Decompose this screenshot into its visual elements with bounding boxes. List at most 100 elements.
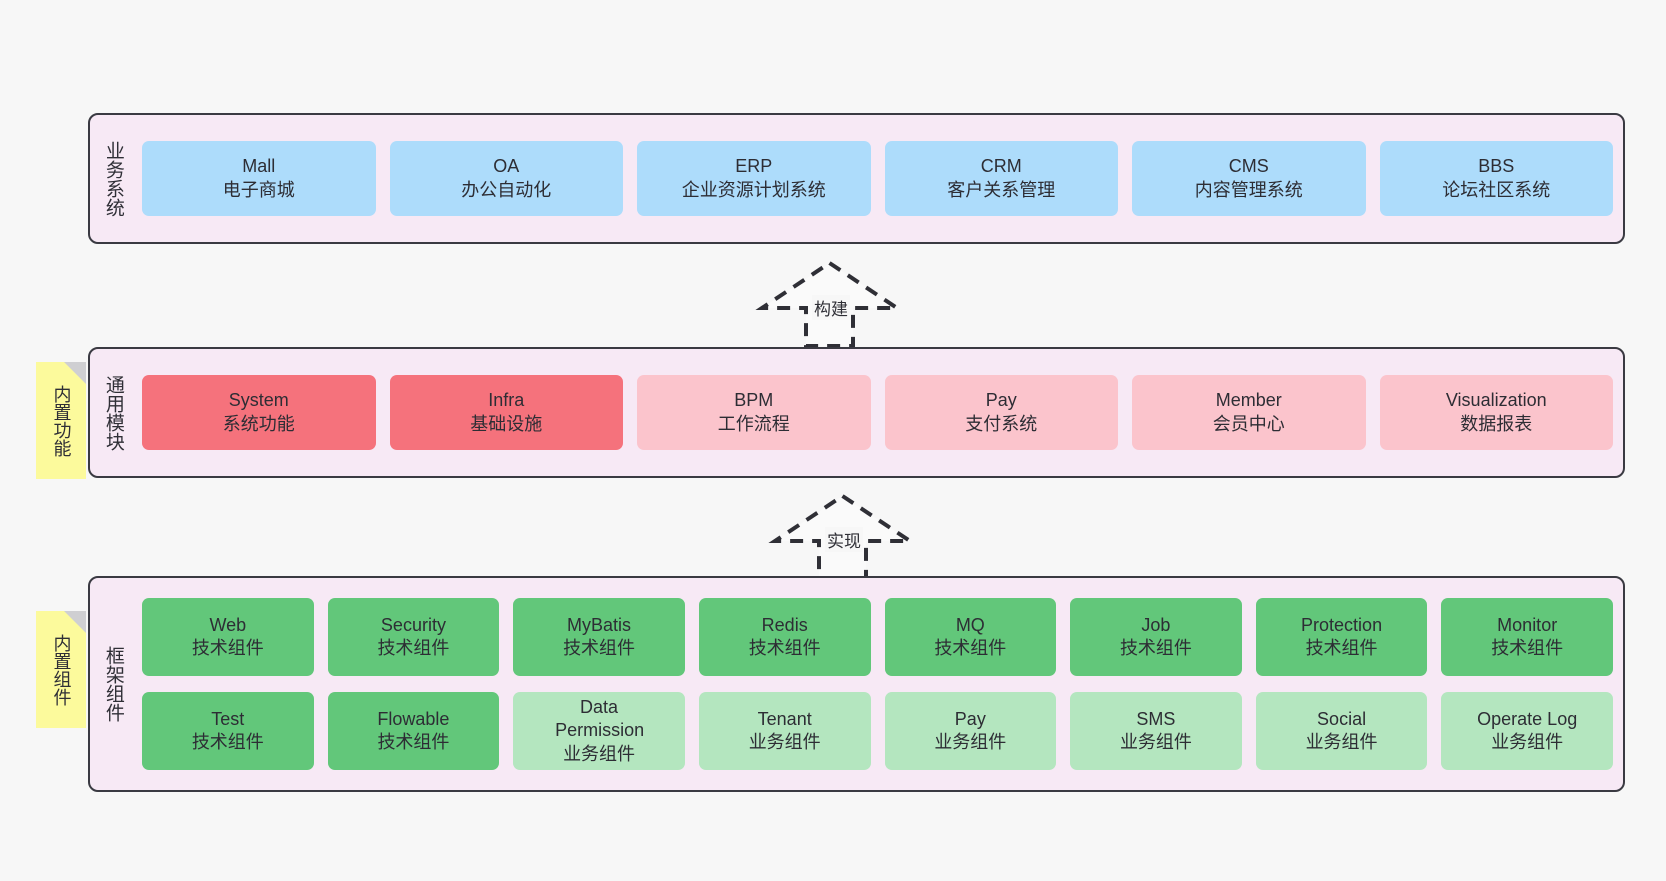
layer-body-framework-component: Web 技术组件 Security 技术组件 MyBatis 技术组件 Redi… <box>136 578 1623 790</box>
box-subtitle: 技术组件 <box>1305 638 1378 658</box>
row-business-components: Test 技术组件 Flowable 技术组件 Data Permission … <box>142 692 1613 770</box>
box-visualization[interactable]: Visualization 数据报表 <box>1379 375 1613 450</box>
box-subtitle: 内容管理系统 <box>1194 179 1303 200</box>
box-mall[interactable]: Mall 电子商城 <box>142 141 376 216</box>
box-subtitle: 技术组件 <box>377 638 450 658</box>
box-title: BBS <box>1478 156 1515 177</box>
box-title: Visualization <box>1445 390 1547 411</box>
layer-framework-component: 框架组件 Web 技术组件 Security 技术组件 MyBatis 技术组件… <box>88 576 1625 792</box>
box-subtitle: 论坛社区系统 <box>1442 179 1551 200</box>
box-subtitle: 工作流程 <box>717 413 790 434</box>
box-tenant[interactable]: Tenant 业务组件 <box>698 692 871 770</box>
box-title: MQ <box>955 614 985 635</box>
box-subtitle: 业务组件 <box>934 732 1007 752</box>
box-title: ERP <box>735 156 773 177</box>
layer-title-framework-component: 框架组件 <box>102 646 124 722</box>
layer-body-business-system: Mall 电子商城 OA 办公自动化 ERP 企业资源计划系统 CRM 客户关系… <box>136 115 1623 242</box>
row-tech-components: Web 技术组件 Security 技术组件 MyBatis 技术组件 Redi… <box>142 598 1613 676</box>
box-title: Job <box>1141 614 1171 635</box>
box-redis[interactable]: Redis 技术组件 <box>698 598 871 676</box>
box-data-permission[interactable]: Data Permission 业务组件 <box>513 692 685 770</box>
connector-implement-label: 实现 <box>825 527 863 552</box>
box-subtitle: 业务组件 <box>1305 732 1378 752</box>
box-title: BPM <box>734 390 774 411</box>
box-title: SMS <box>1136 708 1176 729</box>
box-title: System <box>228 390 289 411</box>
sticky-note-builtin-component: 内置组件 <box>36 611 86 728</box>
box-title: Test <box>211 708 245 729</box>
row-common-modules: System 系统功能 Infra 基础设施 BPM 工作流程 Pay 支付系统… <box>142 375 1613 450</box>
box-pay-component[interactable]: Pay 业务组件 <box>884 692 1057 770</box>
box-title: Infra <box>488 390 525 411</box>
box-member[interactable]: Member 会员中心 <box>1132 375 1366 450</box>
box-title: Monitor <box>1497 614 1558 635</box>
box-subtitle: 业务组件 <box>1119 732 1192 752</box>
box-security[interactable]: Security 技术组件 <box>327 598 500 676</box>
box-subtitle: 技术组件 <box>191 732 264 752</box>
box-mybatis[interactable]: MyBatis 技术组件 <box>513 598 685 676</box>
box-pay-module[interactable]: Pay 支付系统 <box>884 375 1118 450</box>
box-title: OA <box>493 156 520 177</box>
box-subtitle: 支付系统 <box>965 413 1038 434</box>
box-subtitle: 电子商城 <box>222 179 295 200</box>
box-job[interactable]: Job 技术组件 <box>1070 598 1242 676</box>
box-mq[interactable]: MQ 技术组件 <box>884 598 1057 676</box>
box-oa[interactable]: OA 办公自动化 <box>389 141 623 216</box>
box-title: Data Permission <box>555 697 645 741</box>
box-system[interactable]: System 系统功能 <box>142 375 376 450</box>
box-sms[interactable]: SMS 业务组件 <box>1070 692 1242 770</box>
box-title: CMS <box>1228 156 1269 177</box>
box-subtitle: 技术组件 <box>748 638 821 658</box>
row-business-systems: Mall 电子商城 OA 办公自动化 ERP 企业资源计划系统 CRM 客户关系… <box>142 141 1613 216</box>
box-subtitle: 基础设施 <box>470 413 543 434</box>
box-subtitle: 企业资源计划系统 <box>681 179 826 200</box>
layer-body-common-module: System 系统功能 Infra 基础设施 BPM 工作流程 Pay 支付系统… <box>136 349 1623 476</box>
box-erp[interactable]: ERP 企业资源计划系统 <box>637 141 871 216</box>
box-subtitle: 技术组件 <box>191 638 264 658</box>
box-title: Protection <box>1301 614 1383 635</box>
box-title: Pay <box>954 708 986 729</box>
box-cms[interactable]: CMS 内容管理系统 <box>1132 141 1366 216</box>
box-web[interactable]: Web 技术组件 <box>142 598 314 676</box>
box-title: Tenant <box>757 708 812 729</box>
box-title: Mall <box>242 156 276 177</box>
box-title: Flowable <box>377 708 450 729</box>
box-bbs[interactable]: BBS 论坛社区系统 <box>1379 141 1613 216</box>
box-protection[interactable]: Protection 技术组件 <box>1255 598 1428 676</box>
box-subtitle: 办公自动化 <box>461 179 552 200</box>
box-subtitle: 系统功能 <box>222 413 295 434</box>
layer-business-system: 业务系统 Mall 电子商城 OA 办公自动化 ERP 企业资源计划系统 CRM… <box>88 113 1625 244</box>
layer-common-module: 通用模块 System 系统功能 Infra 基础设施 BPM 工作流程 Pay… <box>88 347 1625 478</box>
box-monitor[interactable]: Monitor 技术组件 <box>1441 598 1613 676</box>
box-subtitle: 会员中心 <box>1212 413 1285 434</box>
box-title: Operate Log <box>1477 708 1578 729</box>
box-operate-log[interactable]: Operate Log 业务组件 <box>1441 692 1613 770</box>
box-subtitle: 技术组件 <box>1119 638 1192 658</box>
box-subtitle: 业务组件 <box>1491 732 1564 752</box>
box-flowable[interactable]: Flowable 技术组件 <box>327 692 500 770</box>
box-title: Security <box>380 614 446 635</box>
box-test[interactable]: Test 技术组件 <box>142 692 314 770</box>
box-subtitle: 技术组件 <box>934 638 1007 658</box>
box-title: MyBatis <box>567 614 632 635</box>
box-title: Member <box>1215 390 1282 411</box>
box-subtitle: 客户关系管理 <box>947 179 1056 200</box>
box-infra[interactable]: Infra 基础设施 <box>389 375 623 450</box>
layer-title-business-system: 业务系统 <box>102 140 124 217</box>
box-title: CRM <box>980 156 1022 177</box>
sticky-note-builtin-function: 内置功能 <box>36 362 86 479</box>
box-subtitle: 技术组件 <box>377 732 450 752</box>
box-title: Redis <box>761 614 808 635</box>
box-subtitle: 业务组件 <box>748 732 821 752</box>
box-title: Social <box>1317 708 1367 729</box>
box-crm[interactable]: CRM 客户关系管理 <box>884 141 1118 216</box>
box-bpm[interactable]: BPM 工作流程 <box>637 375 871 450</box>
box-title: Pay <box>985 390 1017 411</box>
box-title: Web <box>209 614 247 635</box>
box-social[interactable]: Social 业务组件 <box>1255 692 1428 770</box>
box-subtitle: 数据报表 <box>1460 413 1533 434</box>
box-subtitle: 技术组件 <box>563 638 636 658</box>
box-subtitle: 业务组件 <box>563 743 636 764</box>
connector-build-label: 构建 <box>812 295 850 320</box>
